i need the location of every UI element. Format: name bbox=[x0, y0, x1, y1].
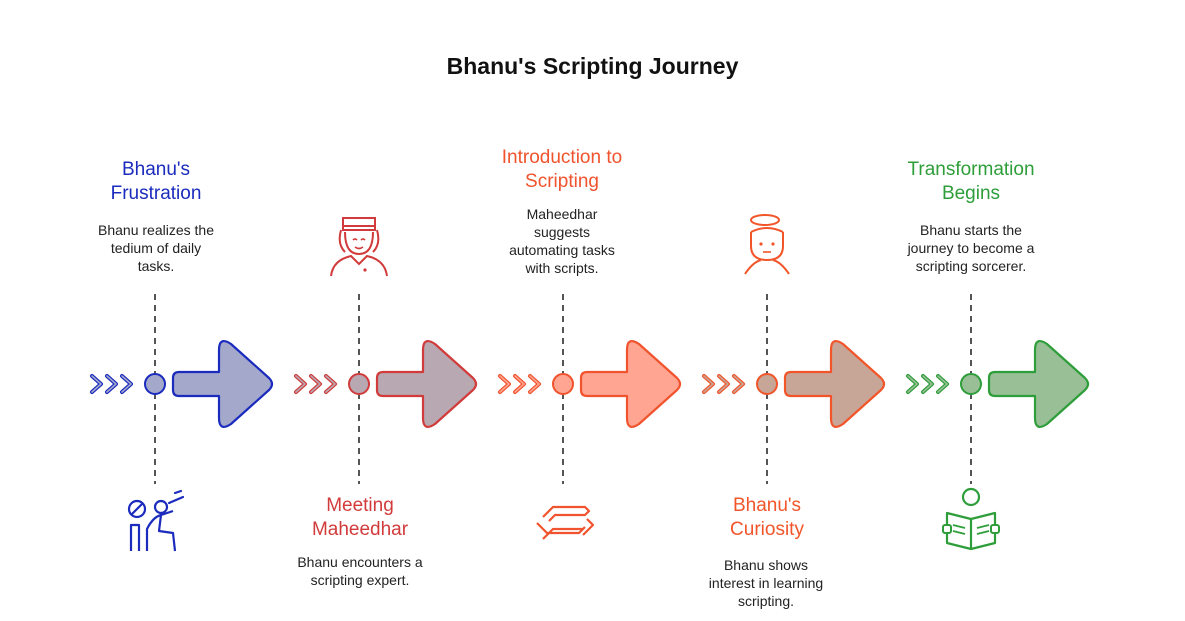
step-4-title: Bhanu's Curiosity bbox=[730, 495, 804, 540]
chevron-icon bbox=[906, 374, 919, 394]
step-4-graphic bbox=[702, 214, 886, 484]
step-5-graphic bbox=[906, 294, 1090, 551]
person-with-cap-icon bbox=[330, 217, 388, 277]
timeline-node bbox=[756, 373, 778, 395]
chevron-icon bbox=[732, 374, 745, 394]
progress-arrow bbox=[579, 340, 682, 428]
chevron-icon bbox=[702, 374, 715, 394]
step-3-graphic bbox=[498, 294, 682, 540]
curious-person-icon bbox=[744, 214, 790, 275]
chevron-icon bbox=[309, 374, 322, 394]
chevron-icon bbox=[90, 374, 103, 394]
script-arrows-icon bbox=[536, 505, 595, 540]
reading-person-icon bbox=[942, 487, 1000, 551]
chevron-icon bbox=[717, 374, 730, 394]
progress-arrow bbox=[171, 340, 274, 428]
step-1-description: Bhanu realizes the tedium of daily tasks… bbox=[98, 222, 214, 274]
chevron-icon bbox=[120, 374, 133, 394]
chevron-icon bbox=[294, 374, 307, 394]
chevron-icon bbox=[936, 374, 949, 394]
timeline-node bbox=[144, 373, 166, 395]
chevron-icon bbox=[513, 374, 526, 394]
frustrated-person-icon bbox=[127, 489, 185, 552]
chevron-icon bbox=[921, 374, 934, 394]
progress-arrow bbox=[375, 340, 478, 428]
step-3-title: Introduction to Scripting bbox=[501, 147, 623, 192]
step-2-description: Bhanu encounters a scripting expert. bbox=[297, 554, 423, 588]
step-4-description: Bhanu shows interest in learning scripti… bbox=[708, 557, 824, 609]
timeline-node bbox=[960, 373, 982, 395]
chevron-icon bbox=[528, 374, 541, 394]
timeline-node bbox=[552, 373, 574, 395]
step-1-graphic bbox=[90, 294, 274, 552]
chevron-icon bbox=[105, 374, 118, 394]
step-2-title: Meeting Maheedhar bbox=[311, 495, 409, 540]
chevron-icon bbox=[324, 374, 337, 394]
chevron-icon bbox=[498, 374, 511, 394]
progress-arrow bbox=[783, 340, 886, 428]
diagram-title: Bhanu's Scripting Journey bbox=[446, 53, 739, 79]
step-5-description: Bhanu starts the journey to become a scr… bbox=[907, 222, 1035, 274]
step-5-title: Transformation Begins bbox=[907, 159, 1035, 204]
step-2-graphic bbox=[294, 217, 478, 484]
step-1-title: Bhanu's Frustration bbox=[110, 159, 202, 204]
progress-arrow bbox=[987, 340, 1090, 428]
step-3-description: Maheedhar suggests automating tasks with… bbox=[509, 206, 615, 276]
timeline-node bbox=[348, 373, 370, 395]
